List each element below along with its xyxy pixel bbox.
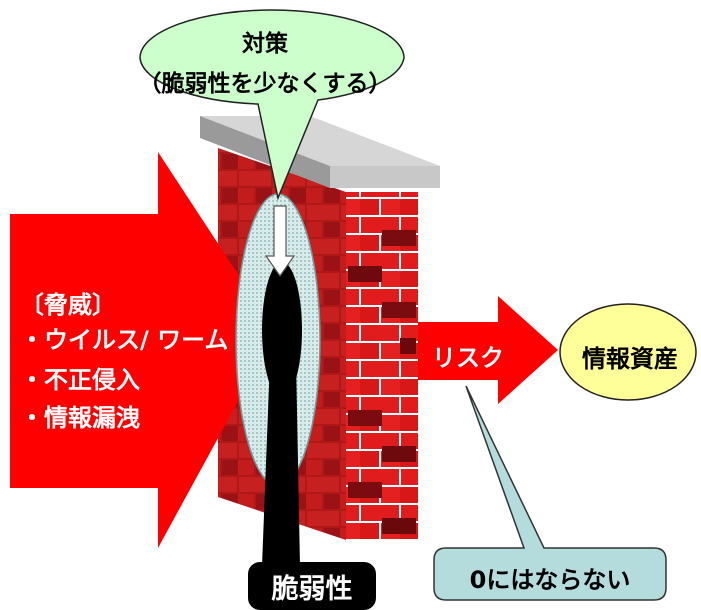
dark-brick <box>348 266 382 282</box>
down-arrow-icon <box>264 205 296 278</box>
threat-item-intrusion: ・不正侵入 <box>20 366 140 394</box>
countermeasure-callout <box>139 9 405 201</box>
dark-brick <box>348 482 382 498</box>
countermeasure-subtitle: （脆弱性を少なくする） <box>138 71 392 97</box>
information-asset-label: 情報資産 <box>582 345 678 373</box>
vulnerability-label: 脆弱性 <box>271 574 353 605</box>
vulnerability-pointer <box>262 360 300 566</box>
countermeasure-title: 対策 <box>242 31 288 57</box>
zero-note-label: 0にはならない <box>469 566 631 594</box>
zero-callout <box>433 385 667 601</box>
risk-label: リスク <box>432 344 504 372</box>
dark-brick <box>400 338 416 354</box>
dark-brick <box>382 302 416 318</box>
threat-arrow <box>10 152 276 548</box>
dark-brick <box>348 410 382 426</box>
dark-brick <box>382 518 416 534</box>
wall-cap-front <box>330 166 440 188</box>
dark-brick <box>382 230 416 246</box>
wall-cap-top <box>200 116 440 166</box>
dark-brick <box>382 446 416 462</box>
vulnerability-label-box <box>248 562 376 610</box>
wall-cap-side <box>200 116 330 188</box>
threat-item-virus-worm: ・ウイルス/ ワーム <box>20 326 229 354</box>
information-asset-ellipse <box>559 303 697 401</box>
threat-item-leak: ・情報漏洩 <box>20 404 140 432</box>
risk-arrow <box>418 296 558 404</box>
threat-title: 〔脅威〕 <box>20 291 116 319</box>
